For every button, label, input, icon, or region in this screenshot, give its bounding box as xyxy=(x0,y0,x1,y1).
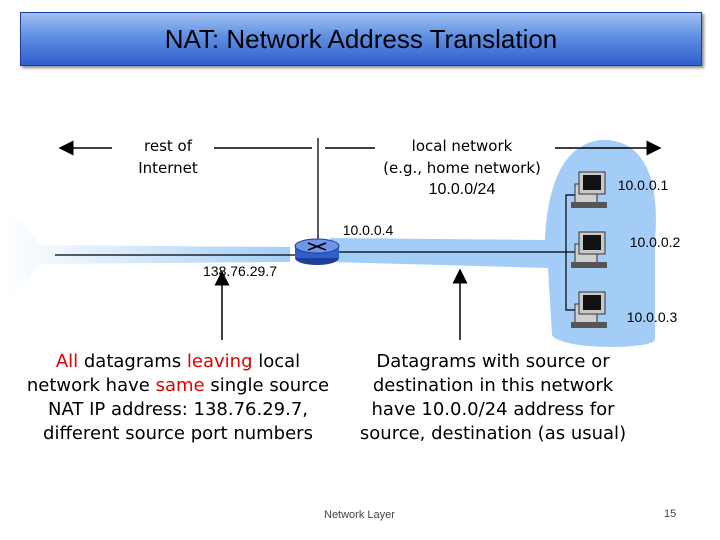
title-bar: NAT: Network Address Translation xyxy=(20,12,702,66)
left-caption-line-1: All datagrams leaving local xyxy=(55,351,301,372)
router-inside-ip: 10.0.0.4 xyxy=(343,222,394,238)
local-network-label-1: local network xyxy=(412,137,513,155)
left-caption-line-3: NAT IP address: 138.76.29.7, xyxy=(48,399,308,420)
host2-ip: 10.0.0.2 xyxy=(630,234,681,250)
right-caption-line-4: source, destination (as usual) xyxy=(359,423,627,444)
left-caption: All datagrams leaving local network have… xyxy=(22,350,334,446)
rest-of-internet-label-1: rest of xyxy=(144,137,193,155)
internet-region xyxy=(5,215,290,300)
page-number: 15 xyxy=(664,508,677,520)
right-caption-line-2: destination in this network xyxy=(372,375,614,396)
footer-section-title: Network Layer xyxy=(324,509,395,521)
local-network-label-2: (e.g., home network) xyxy=(383,159,541,177)
right-caption-line-3: have 10.0.0/24 address for xyxy=(371,399,615,420)
right-caption-line-1: Datagrams with source or xyxy=(376,351,610,372)
local-network-label-3: 10.0.0/24 xyxy=(429,181,496,198)
host1-ip: 10.0.0.1 xyxy=(618,177,669,193)
left-caption-line-4: different source port numbers xyxy=(43,423,313,444)
lan-bus xyxy=(545,194,575,253)
router-icon xyxy=(294,238,340,265)
computer-icon xyxy=(571,231,607,268)
left-caption-line-2: network have same single source xyxy=(26,375,330,396)
right-caption: Datagrams with source or destination in … xyxy=(348,350,638,446)
computer-icon xyxy=(571,171,607,208)
local-network-region xyxy=(330,139,656,347)
rest-of-internet-label-2: Internet xyxy=(138,159,198,177)
router-outside-ip: 138.76.29.7 xyxy=(203,263,277,279)
host3-ip: 10.0.0.3 xyxy=(627,309,678,325)
page-title: NAT: Network Address Translation xyxy=(164,24,558,54)
computer-icon xyxy=(571,291,607,328)
